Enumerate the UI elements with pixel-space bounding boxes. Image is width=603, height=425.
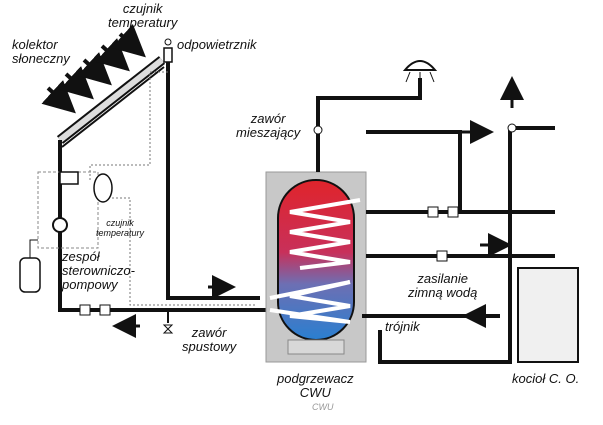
- pipe-fittings: [313, 123, 517, 262]
- sun-rays-arrows: [41, 24, 146, 114]
- valve-icon: [162, 310, 174, 334]
- boiler-label: kocioł C. O.: [512, 371, 580, 386]
- sensor-wires: [89, 71, 255, 306]
- air-vent-label: odpowietrznik: [177, 37, 257, 52]
- upper-coil: [289, 198, 361, 270]
- pump-group: [19, 171, 113, 293]
- lower-coil: [269, 280, 351, 324]
- hot-water-pipes: [316, 78, 555, 364]
- boiler: [517, 267, 579, 363]
- cut-off-text: CWU: [312, 402, 334, 412]
- expansion-vessel-icon: [93, 173, 113, 203]
- flow-arrow-icon: [112, 275, 236, 338]
- drain-fittings: [79, 304, 111, 316]
- flow-arrow-icon: [460, 76, 524, 328]
- solar-collector: [56, 56, 166, 148]
- hot-water-tank: [265, 171, 367, 363]
- air-vent-icon: [163, 38, 173, 63]
- shower-icon: [402, 60, 438, 84]
- pump-icon: [52, 217, 68, 233]
- tee-label: trójnik: [385, 319, 420, 334]
